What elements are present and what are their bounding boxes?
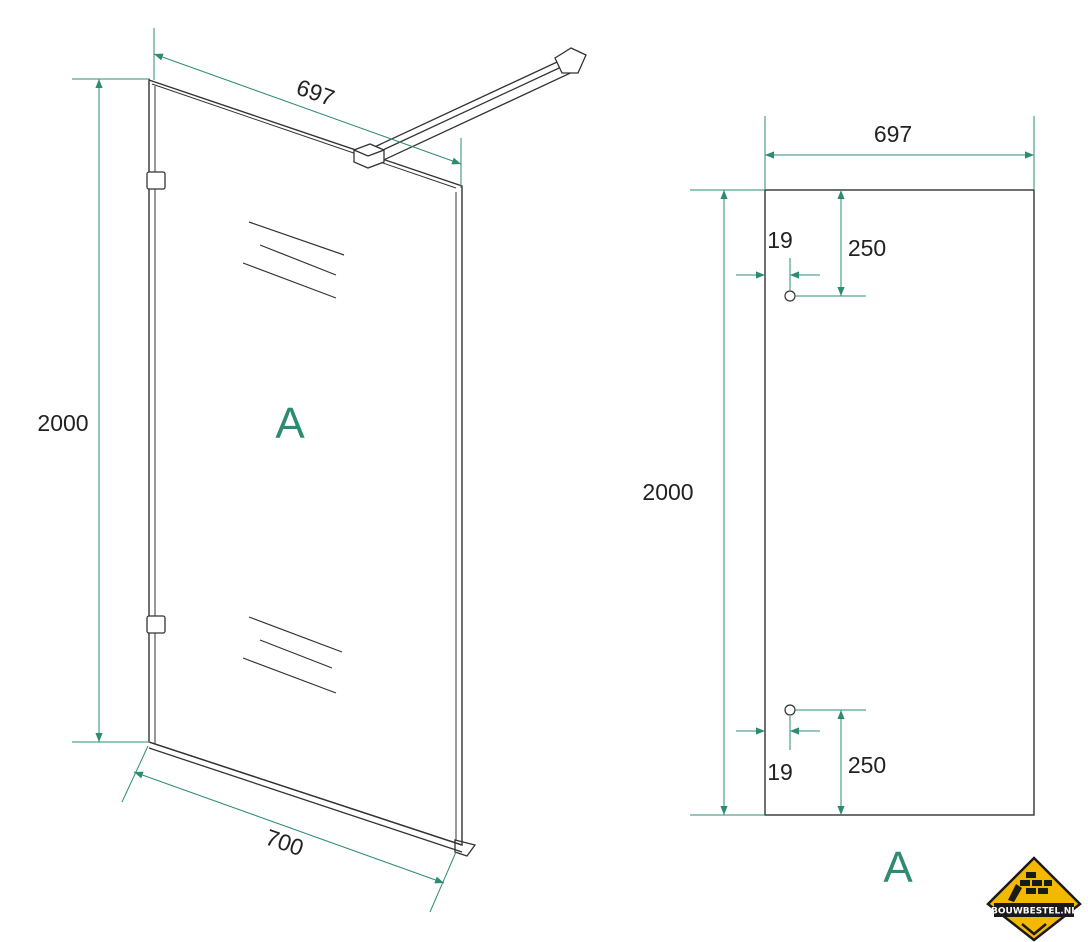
front-dimension-width bbox=[764, 116, 1035, 190]
front-dimension-height bbox=[690, 189, 765, 816]
bottom-profile bbox=[148, 741, 477, 857]
top-hole-dimensions bbox=[736, 190, 866, 297]
glass-reflection-top bbox=[242, 221, 345, 299]
front-panel-outline bbox=[764, 189, 1035, 816]
front-height-value: 2000 bbox=[642, 479, 693, 505]
logo-text: BOUWBESTEL.NL bbox=[991, 907, 1077, 917]
bottom-mounting-hole bbox=[784, 704, 796, 716]
perspective-panel-label: A bbox=[275, 399, 305, 448]
front-view: 697 2000 19 250 19 250 bbox=[642, 116, 1035, 892]
height-value: 2000 bbox=[37, 410, 88, 436]
bottom-width-value: 700 bbox=[262, 824, 307, 861]
top-hole-vertical-value: 250 bbox=[848, 235, 886, 261]
top-hole-horizontal-value: 19 bbox=[767, 227, 793, 253]
front-width-value: 697 bbox=[874, 121, 912, 147]
bouwbestel-logo: BOUWBESTEL.NL bbox=[986, 856, 1082, 942]
dimension-height bbox=[72, 78, 150, 743]
front-panel-label: A bbox=[883, 843, 913, 892]
wall-bracket-top bbox=[146, 171, 166, 190]
glass-panel bbox=[148, 79, 463, 846]
perspective-view: 697 2000 700 A bbox=[37, 28, 587, 913]
dimension-bottom-width bbox=[121, 745, 457, 913]
top-mounting-hole bbox=[784, 290, 796, 302]
glass-reflection-bottom bbox=[242, 616, 343, 694]
wall-bracket-bottom bbox=[146, 615, 166, 634]
bottom-hole-dimensions bbox=[736, 709, 866, 815]
bottom-hole-horizontal-value: 19 bbox=[767, 759, 793, 785]
dimension-top-width bbox=[153, 28, 462, 188]
stabilizer-bar bbox=[353, 47, 587, 169]
bottom-hole-vertical-value: 250 bbox=[848, 752, 886, 778]
top-width-value: 697 bbox=[293, 74, 338, 111]
